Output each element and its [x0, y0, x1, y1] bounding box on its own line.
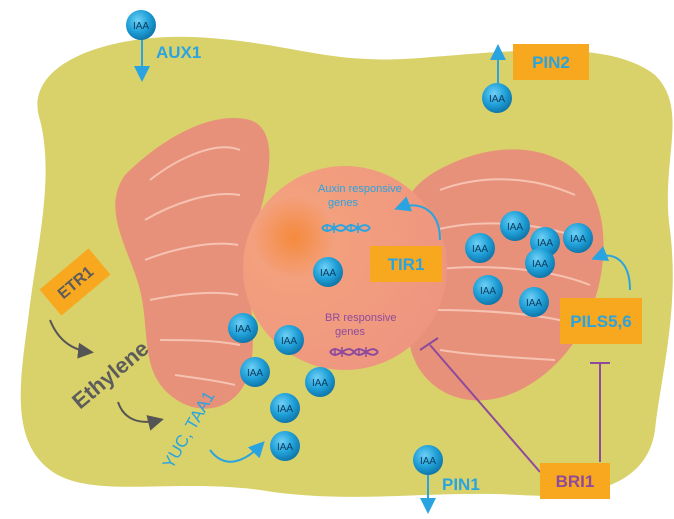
svg-text:IAA: IAA [247, 368, 263, 379]
iaa-molecule: IAA [305, 367, 335, 397]
iaa-molecule: IAA [500, 211, 530, 241]
svg-text:IAA: IAA [420, 456, 436, 467]
iaa-molecule: IAA [126, 10, 156, 40]
pils-label: PILS5,6 [570, 312, 631, 331]
svg-text:IAA: IAA [472, 244, 488, 255]
svg-text:IAA: IAA [277, 404, 293, 415]
svg-text:IAA: IAA [507, 222, 523, 233]
label-auxin-responsive-genes-line2: genes [328, 197, 358, 209]
label-auxin-responsive-genes-line1: Auxin responsive [318, 183, 402, 195]
iaa-molecule: IAA [525, 248, 555, 278]
iaa-molecule: IAA [270, 393, 300, 423]
label-br-responsive-genes-line1: BR responsive [325, 312, 397, 324]
iaa-molecule: IAA [482, 83, 512, 113]
iaa-molecule: IAA [563, 223, 593, 253]
svg-text:IAA: IAA [532, 259, 548, 270]
svg-text:IAA: IAA [537, 238, 553, 249]
pin1-label: PIN1 [442, 475, 480, 494]
iaa-molecule: IAA [313, 257, 343, 287]
pin2-box: PIN2 [513, 44, 589, 80]
bri1-box: BRI1 [540, 463, 610, 499]
iaa-molecule: IAA [228, 313, 258, 343]
iaa-molecule: IAA [240, 357, 270, 387]
svg-text:IAA: IAA [277, 442, 293, 453]
svg-text:IAA: IAA [235, 324, 251, 335]
tir1-box: TIR1 [370, 246, 442, 282]
svg-text:IAA: IAA [489, 94, 505, 105]
pils-box: PILS5,6 [560, 298, 642, 344]
iaa-molecule: IAA [270, 431, 300, 461]
iaa-molecule: IAA [519, 287, 549, 317]
svg-text:IAA: IAA [312, 378, 328, 389]
bri1-label: BRI1 [556, 472, 595, 491]
aux1-label: AUX1 [156, 43, 201, 62]
iaa-molecule: IAA [413, 445, 443, 475]
iaa-molecule: IAA [465, 233, 495, 263]
svg-text:IAA: IAA [281, 336, 297, 347]
iaa-molecule: IAA [274, 325, 304, 355]
label-br-responsive-genes-line2: genes [335, 326, 365, 338]
iaa-molecule: IAA [473, 275, 503, 305]
tir1-label: TIR1 [388, 255, 425, 274]
svg-text:IAA: IAA [133, 21, 149, 32]
svg-text:IAA: IAA [526, 298, 542, 309]
svg-text:IAA: IAA [320, 268, 336, 279]
pin2-label: PIN2 [532, 53, 570, 72]
svg-text:IAA: IAA [570, 234, 586, 245]
svg-text:IAA: IAA [480, 286, 496, 297]
